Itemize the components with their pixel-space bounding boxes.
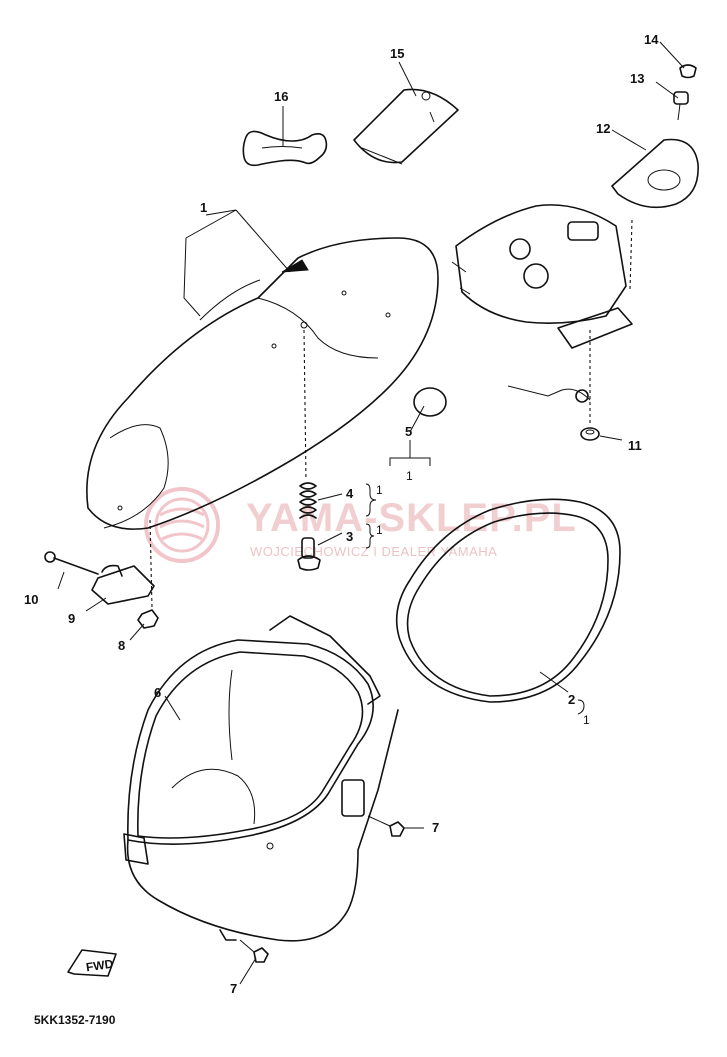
callout-14: 14 xyxy=(644,32,659,47)
callout-15: 15 xyxy=(390,46,404,61)
watermark-brand: YAMA-SKLEP.PL xyxy=(246,496,577,540)
callout-2: 2 xyxy=(568,692,575,707)
part-11-grommet xyxy=(580,427,600,441)
callout-9: 9 xyxy=(68,611,75,626)
qty-2: 1 xyxy=(583,713,590,727)
callout-10: 10 xyxy=(24,592,38,607)
callout-16: 16 xyxy=(274,89,288,104)
watermark: YAMA-SKLEP.PL WOJCIECHOWICZ I DEALER YAM… xyxy=(144,487,577,563)
part-10-bolt xyxy=(44,551,99,575)
qty-4: 1 xyxy=(376,483,383,497)
part-3-damper xyxy=(297,537,321,571)
leader-lines xyxy=(57,41,685,985)
part-9-hinge xyxy=(91,564,155,605)
part-15-pouch xyxy=(353,88,459,165)
part-14-cap xyxy=(679,64,697,79)
part-1-seat xyxy=(86,237,439,530)
part-16-strap xyxy=(242,130,328,167)
seat-lock-assembly xyxy=(451,204,633,426)
qty-brackets xyxy=(365,440,585,715)
qty-5: 1 xyxy=(406,469,413,483)
callout-8: 8 xyxy=(118,638,125,653)
watermark-logo xyxy=(144,487,220,563)
callout-12: 12 xyxy=(596,121,610,136)
diagram-code: 5KK1352-7190 xyxy=(34,1013,116,1027)
callout-13: 13 xyxy=(630,71,644,86)
part-6-storage-box xyxy=(123,615,399,942)
callout-7b: 7 xyxy=(230,981,237,996)
callout-6: 6 xyxy=(154,685,161,700)
part-12-holder xyxy=(611,138,699,291)
callout-1: 1 xyxy=(200,200,207,215)
part-8-nut xyxy=(137,519,159,629)
callout-7a: 7 xyxy=(432,820,439,835)
callout-4: 4 xyxy=(346,486,354,501)
part-7-screw-b xyxy=(239,939,269,963)
part-2-seal xyxy=(395,498,621,703)
part-4-spring xyxy=(299,482,317,519)
part-5-cap xyxy=(413,387,447,417)
watermark-subtitle: WOJCIECHOWICZ I DEALER YAMAHA xyxy=(250,544,497,559)
callout-5: 5 xyxy=(405,424,412,439)
part-7-screw-a xyxy=(367,815,405,837)
part-13-screw xyxy=(673,91,689,121)
fwd-arrow-icon: FWD xyxy=(67,949,117,977)
fwd-label: FWD xyxy=(85,957,114,975)
callout-11: 11 xyxy=(628,438,642,453)
callout-3: 3 xyxy=(346,529,353,544)
qty-3: 1 xyxy=(376,523,383,537)
